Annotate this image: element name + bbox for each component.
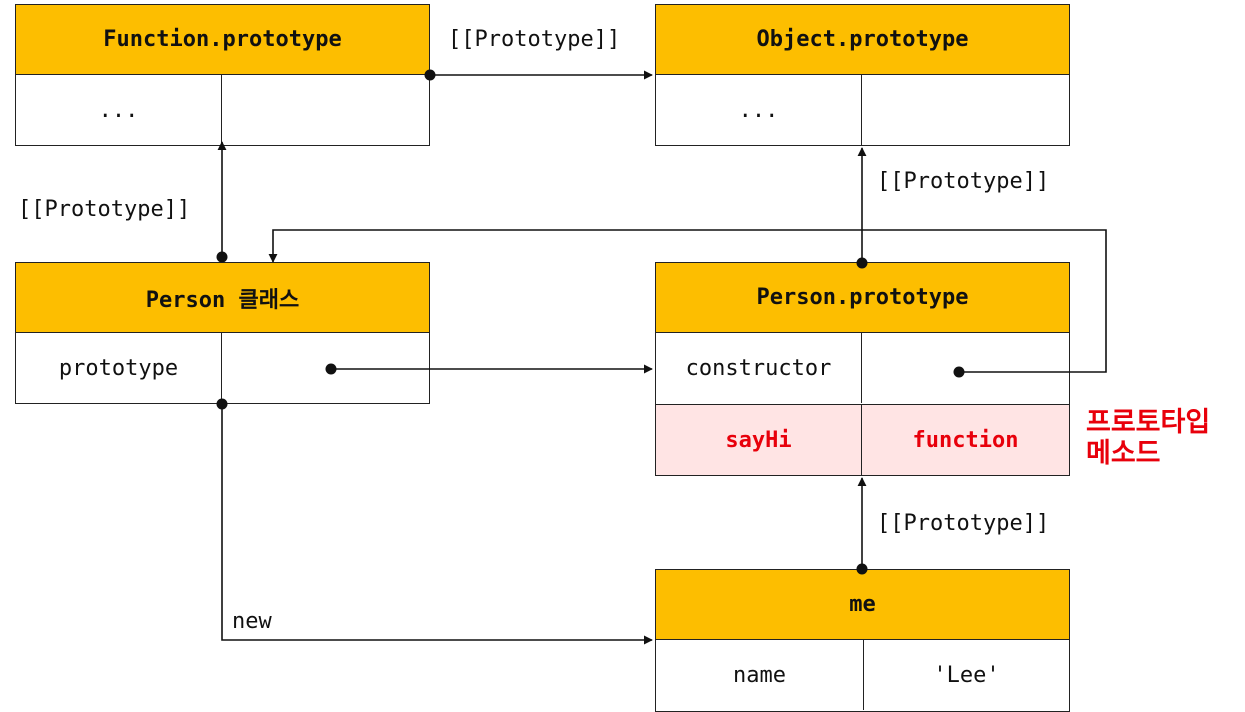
dot-person-class-bottom: [216, 398, 228, 410]
sayhi-value: function: [912, 427, 1019, 453]
note-line-1: 프로토타입: [1086, 407, 1211, 438]
label-prototype-top: [[Prototype]]: [448, 27, 621, 52]
dot-function-prototype: [424, 69, 436, 81]
sayhi-key: sayHi: [656, 405, 862, 475]
function-prototype-title: Function.prototype: [16, 5, 429, 75]
prototype-method-note: 프로토타입 메소드: [1086, 407, 1210, 469]
object-prototype-key: ...: [656, 75, 862, 145]
person-class-prototype-key: prototype: [16, 333, 222, 403]
function-prototype-key: ...: [16, 75, 222, 145]
me-title: me: [656, 570, 1069, 640]
me-name-value: 'Lee': [933, 662, 1000, 688]
dot-prototype-value: [325, 363, 337, 375]
label-new: new: [232, 609, 272, 634]
object-prototype-box: Object.prototype ...: [655, 4, 1070, 146]
person-class-title: Person 클래스: [16, 263, 429, 333]
function-prototype-box: Function.prototype ...: [15, 4, 430, 146]
dot-person-prototype-top: [856, 257, 868, 269]
dot-person-class-top: [216, 251, 228, 263]
constructor-key: constructor: [656, 333, 862, 403]
label-prototype-right-upper: [[Prototype]]: [877, 169, 1050, 194]
dot-constructor-value: [953, 366, 965, 378]
edge-constructor-to-person-class: [268, 229, 1107, 373]
label-prototype-right-lower: [[Prototype]]: [877, 511, 1050, 536]
note-line-2: 메소드: [1086, 438, 1161, 470]
object-prototype-title: Object.prototype: [656, 5, 1069, 75]
dot-me-top: [856, 563, 868, 575]
me-box: me name 'Lee': [655, 569, 1070, 712]
me-name-key: name: [656, 640, 864, 710]
label-prototype-left: [[Prototype]]: [18, 197, 191, 222]
edge-new: [221, 404, 653, 645]
person-class-box: Person 클래스 prototype: [15, 262, 430, 404]
person-prototype-box: Person.prototype constructor sayHi funct…: [655, 262, 1070, 476]
person-prototype-title: Person.prototype: [656, 263, 1069, 333]
